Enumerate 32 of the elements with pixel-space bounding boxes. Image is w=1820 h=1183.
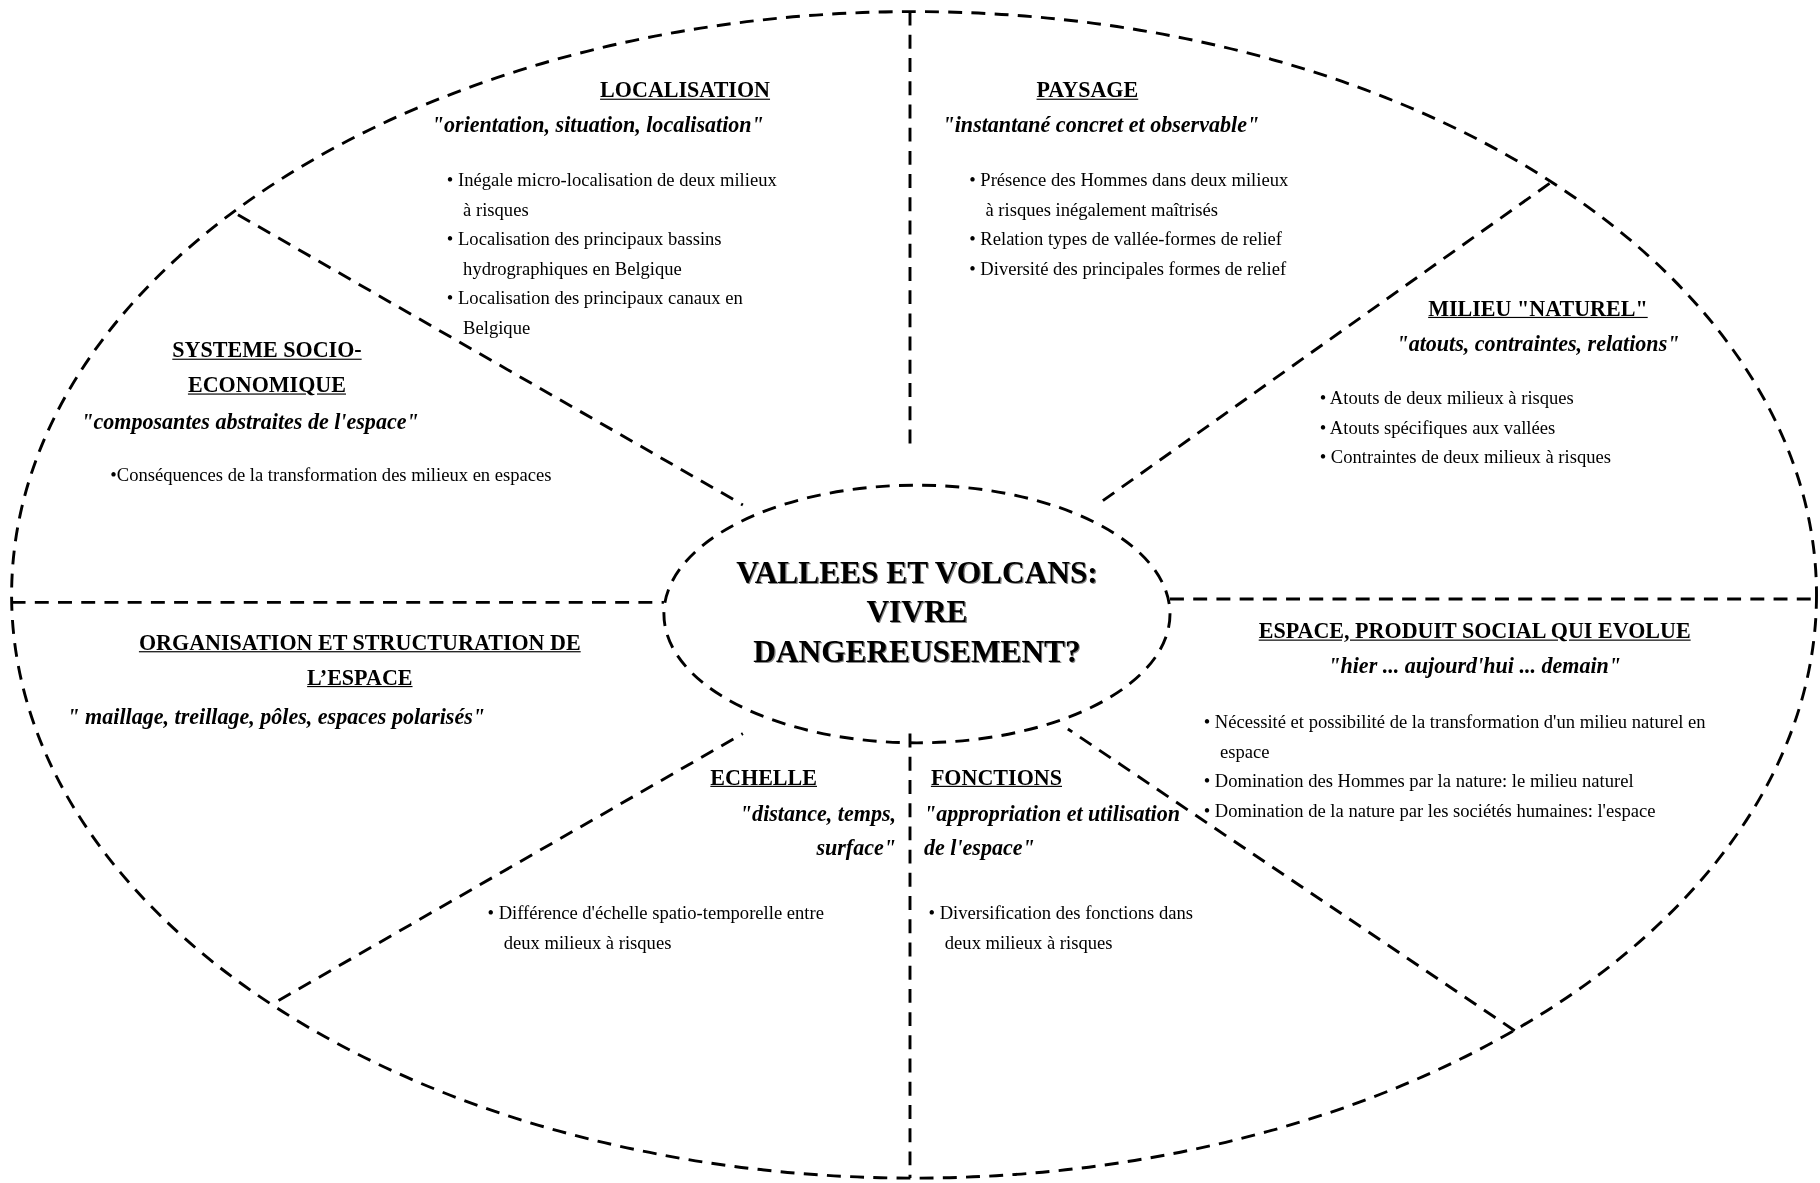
quote-subtitle: "appropriation et utilisation de l'espace" (923, 799, 1182, 863)
quote-subtitle: " maillage, treillage, pôles, espaces polarisés" (67, 703, 487, 731)
quote-subtitle: "composantes abstraites de l'espace" (81, 408, 420, 437)
quote-subtitle: "hier ... aujourd'hui ... demain" (1327, 652, 1623, 680)
section-heading: ECHELLE (710, 763, 818, 792)
section-heading: ORGANISATION ET STRUCTURATION DE L’ESPACE (137, 629, 582, 692)
section-heading: FONCTIONS (930, 763, 1063, 792)
bullet-item: • Localisation des principaux canaux en Belgique (446, 286, 744, 340)
section-heading: SYSTEME SOCIO-ECONOMIQUE (171, 336, 363, 399)
bullet-item: • Présence des Hommes dans deux milieux à risques inégalement maîtrisés (969, 168, 1289, 222)
bullet-item: • Domination des Hommes par la nature: le milieu naturel (1203, 769, 1635, 793)
quote-subtitle: "orientation, situation, localisation" (431, 111, 765, 139)
bullet-item: •Conséquences de la transformation des milieux en espaces (110, 463, 553, 487)
bullet-item: • Relation types de vallée-formes de relief (969, 227, 1283, 251)
section-heading: PAYSAGE (1036, 76, 1140, 105)
bullet-item: • Inégale micro-localisation de deux milieux à risques (446, 168, 778, 222)
bullet-item: • Atouts de deux milieux à risques (1319, 386, 1575, 410)
bullet-item: • Domination de la nature par les sociétés humaines: l'espace (1203, 799, 1657, 823)
bullet-item: • Diversification des fonctions dans deux milieux à risques (928, 902, 1194, 955)
bullet-item: • Atouts spécifiques aux vallées (1319, 416, 1557, 440)
quote-subtitle: "atouts, contraintes, relations" (1395, 329, 1681, 358)
section-heading: LOCALISATION (600, 76, 771, 105)
section-heading: MILIEU "NATUREL" (1427, 295, 1649, 323)
quote-subtitle: "distance, temps, surface" (738, 799, 897, 863)
bullet-item: • Diversité des principales formes de relief (969, 257, 1288, 281)
bullet-item: • Nécessité et possibilité de la transformation d'un milieu naturel en espace (1203, 710, 1707, 764)
bullet-item: • Localisation des principaux bassins hydrographiques en Belgique (446, 227, 723, 281)
center-label: VALLEES ET VOLCANS: VIVRE DANGEREUSEMENT? (735, 553, 1099, 671)
bullet-item: • Contraintes de deux milieux à risques (1319, 445, 1612, 469)
bullet-item: • Différence d'échelle spatio-temporelle entre deux milieux à risques (487, 902, 825, 955)
section-heading: ESPACE, PRODUIT SOCIAL QUI EVOLUE (1257, 617, 1692, 646)
quote-subtitle: "instantané concret et observable" (942, 111, 1261, 139)
